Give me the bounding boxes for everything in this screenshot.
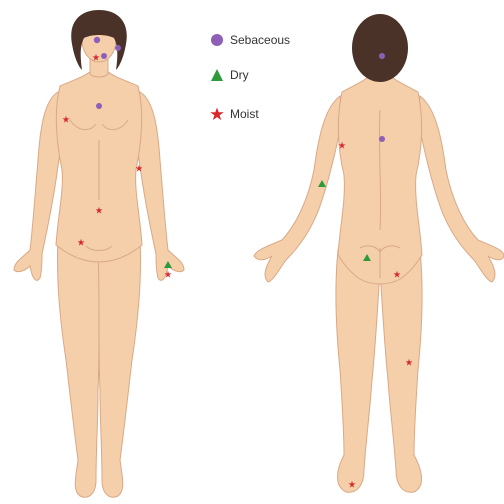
marker-back-upper-back-sebaceous <box>379 136 385 142</box>
triangle-icon <box>210 68 224 82</box>
legend-label-dry: Dry <box>230 68 249 82</box>
circle-icon <box>210 33 224 47</box>
star-icon <box>210 107 224 121</box>
back-hair <box>352 14 408 82</box>
legend-label-moist: Moist <box>230 107 259 121</box>
front-view-figure <box>14 18 184 497</box>
marker-front-chest-sebaceous <box>96 103 102 109</box>
marker-front-cheek2-sebaceous <box>115 45 121 51</box>
legend-item-dry: Dry <box>210 67 249 83</box>
marker-front-cheek-sebaceous <box>101 53 107 59</box>
marker-front-forehead-sebaceous <box>94 37 100 43</box>
back-right-arm <box>254 96 342 282</box>
back-right-leg <box>336 250 380 492</box>
marker-back-head-sebaceous <box>379 53 385 59</box>
legend-label-sebaceous: Sebaceous <box>230 33 290 47</box>
back-left-leg <box>380 250 422 492</box>
legend-item-sebaceous: Sebaceous <box>210 32 290 48</box>
front-left-leg <box>98 238 141 497</box>
legend-item-moist: Moist <box>210 106 259 122</box>
front-right-leg <box>57 238 100 497</box>
back-view-figure <box>254 58 504 492</box>
back-left-arm <box>418 96 504 282</box>
